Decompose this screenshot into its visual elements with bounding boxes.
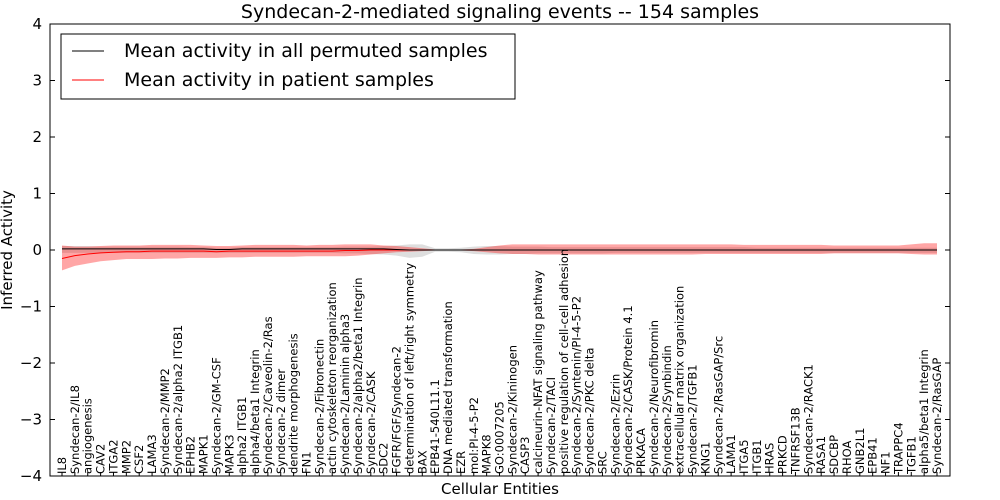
x-tick-label: DNA mediated transformation [441,301,455,474]
x-tick-label: Syndecan-2/CASK [364,371,378,474]
x-tick-label: EZR [454,451,468,474]
x-tick-label: MAPK1 [197,434,211,474]
x-tick-label: NF1 [879,451,893,474]
x-tick-label: Syndecan-2/MMP2 [158,368,172,474]
y-axis-label: Inferred Activity [0,190,16,310]
x-tick-label: EPB41-540L11.1 [428,379,442,474]
y-tick-label: 2 [32,128,42,146]
axis-layer: 4 3 2 1 0 −1 −2 −3 −4 IL8Syndecan-2/IL8angiogenes… [20,15,950,485]
x-tick-label: GNB2L1 [853,428,867,474]
x-tick-label: MAPK8 [480,434,494,474]
x-tick-label: ITGA2 [106,439,120,474]
x-tick-label: Syndecan-2/RasGAP/Src [711,336,725,474]
y-tick-label: 4 [32,15,42,33]
x-tick-label: TRAPPC4 [891,422,905,475]
x-tick-label: HRAS [763,443,777,474]
x-tick-label: LAMA1 [724,434,738,474]
x-tick-label: angiogenesis [81,398,95,474]
legend-label-2: Mean activity in patient samples [124,69,434,91]
x-tick-label: Syndecan-2/Ezrin [608,374,622,474]
x-tick-label: alpha2 ITGB1 [235,397,249,474]
x-tick-label: Syndecan-2/TGFB1 [686,364,700,474]
y-tick-label: −4 [20,467,42,485]
x-tick-label: Syndecan-2/PKC delta [583,348,597,474]
x-tick-label: Syndecan-2/Synbindin [660,345,674,474]
x-axis-label: Cellular Entities [441,480,559,498]
plot-area [61,243,937,271]
x-tick-label: alpha5/beta1 Integrin [917,349,931,474]
x-tick-label: MAPK3 [222,434,236,474]
x-tick-label: extracellular matrix organization [673,286,687,474]
x-tick-label: EPHB2 [184,436,198,474]
x-tick-label: actin cytoskeleton reorganization [325,282,339,474]
x-tick-label: CASP3 [518,437,532,474]
x-tick-label: SDCBP [827,435,841,474]
series-line-1 [62,248,937,251]
x-tick-label: SDC2 [377,442,391,474]
x-tick-label: Syndecan-2/Caveolin-2/Ras [261,316,275,474]
x-tick-label: calcineurin-NFAT signaling pathway [531,270,545,474]
x-tick-label: ITGB1 [750,439,764,474]
x-tick-label: PRKCD [776,435,790,474]
x-tick-label: Syndecan-2/Laminin alpha3 [338,314,352,474]
x-tick-label: alpha4/beta1 Integrin [248,349,262,474]
x-tick-label: Syndecan-2/Kininogen [505,345,519,474]
x-tick-label: Syndecan-2/Fibronectin [312,339,326,474]
x-tick-label: TGFB1 [904,436,918,475]
x-tick-label: BAX [415,450,429,474]
x-tick-label: positive regulation of cell-cell adhesio… [557,249,571,474]
y-tick-label: −2 [20,354,42,372]
x-tick-label: CSF2 [132,445,146,474]
x-tick-label: Syndecan-2/Neurofibromin [647,320,661,474]
y-tick-label: 0 [32,241,42,259]
x-tick-label: Syndecan-2/RasGAP [930,358,944,474]
x-tick-label: SRC [595,451,609,474]
x-tick-label: IL8 [55,457,69,474]
x-tick-label: MMP2 [119,440,133,474]
y-tick-label: 3 [32,72,42,90]
x-tick-label: GO:0007205 [493,401,507,474]
x-tick-label: RASA1 [814,436,828,474]
x-tick-label: Syndecan-2/CASK/Protein 4.1 [621,305,635,474]
x-tick-label: Syndecan-2/IL8 [68,385,82,474]
y-tick-label: 1 [32,185,42,203]
y-tick-label: −3 [20,411,42,429]
x-tick-label: CAV2 [94,444,108,474]
x-tick-label: ITGA5 [737,439,751,474]
x-tick-label: FN1 [299,451,313,474]
x-tick-label: determination of left/right symmetry [402,263,416,474]
x-tick-label: FGFR/FGF/Syndecan-2 [390,346,404,474]
x-tick-label: Syndecan-2/GM-CSF [209,357,223,474]
x-tick-label: Syndecan-2/TACI [544,377,558,474]
x-tick-label: Syndecan-2/alpha2/beta1 Integrin [351,277,365,474]
x-tick-label: PRKACA [634,428,648,474]
series-band-1 [62,244,937,258]
x-tick-label: dendrite morphogenesis [287,333,301,474]
legend-label-1: Mean activity in all permuted samples [124,40,487,62]
x-tick-label: Syndecan-2/Syntenin/PI-4-5-P2 [570,296,584,474]
x-tick-label: RHOA [840,441,854,474]
x-tick-label: EPB41 [866,437,880,474]
x-tick-label: KNG1 [698,442,712,474]
chart-title: Syndecan-2-mediated signaling events -- … [241,1,759,23]
y-tick-label: −1 [20,298,42,316]
series-band-2 [62,243,937,271]
x-tick-label: TNFRSF13B [788,407,802,475]
x-tick-label: LAMA3 [145,434,159,474]
legend: Mean activity in all permuted samplesMea… [60,33,516,100]
legend-box [60,33,516,100]
x-tick-label: mol:PI-4-5-P2 [467,397,481,474]
x-tick-label: Syndecan-2/RACK1 [801,364,815,474]
x-tick-label: Syndecan-2 dimer [274,369,288,474]
x-tick-label: Syndecan-2/alpha2 ITGB1 [171,325,185,474]
